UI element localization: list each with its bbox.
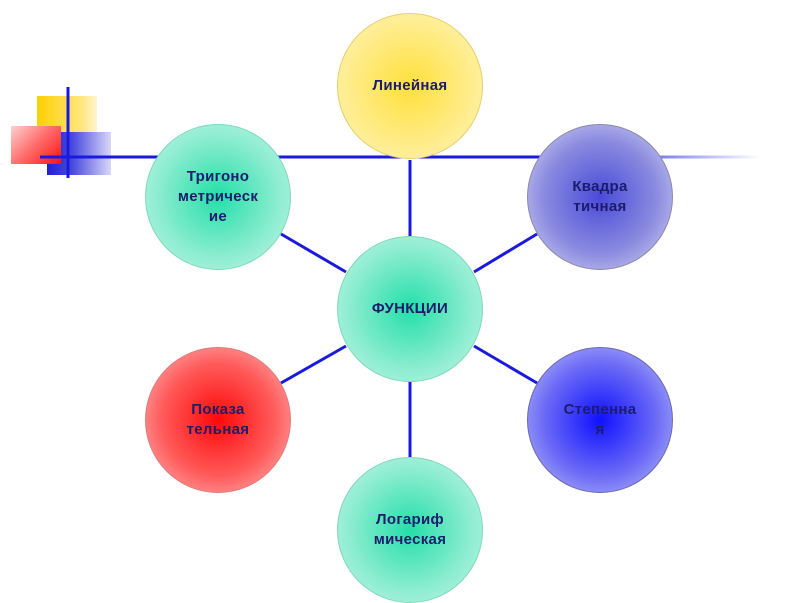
center-label: ФУНКЦИИ bbox=[371, 300, 449, 317]
node-power: Степенна я bbox=[527, 347, 673, 493]
center-node-functions: ФУНКЦИИ bbox=[337, 236, 483, 382]
node-quadratic: Квадра тичная bbox=[527, 124, 673, 270]
node-label: Логариф мическая bbox=[373, 511, 447, 548]
node-label: Тригоно метрическ ие bbox=[177, 168, 259, 225]
connector-power bbox=[473, 344, 538, 385]
node-label: Степенна я bbox=[563, 401, 637, 438]
node-label: Линейная bbox=[372, 77, 448, 94]
connector-quadratic bbox=[473, 232, 538, 274]
node-trigonometric: Тригоно метрическ ие bbox=[145, 124, 291, 270]
connector-exponential bbox=[280, 344, 347, 385]
node-logarithmic: Логариф мическая bbox=[337, 457, 483, 603]
node-label: Показа тельная bbox=[186, 401, 250, 438]
node-linear: Линейная bbox=[337, 13, 483, 159]
connector-trigonometric bbox=[280, 232, 347, 274]
node-label: Квадра тичная bbox=[572, 178, 628, 215]
node-exponential: Показа тельная bbox=[145, 347, 291, 493]
